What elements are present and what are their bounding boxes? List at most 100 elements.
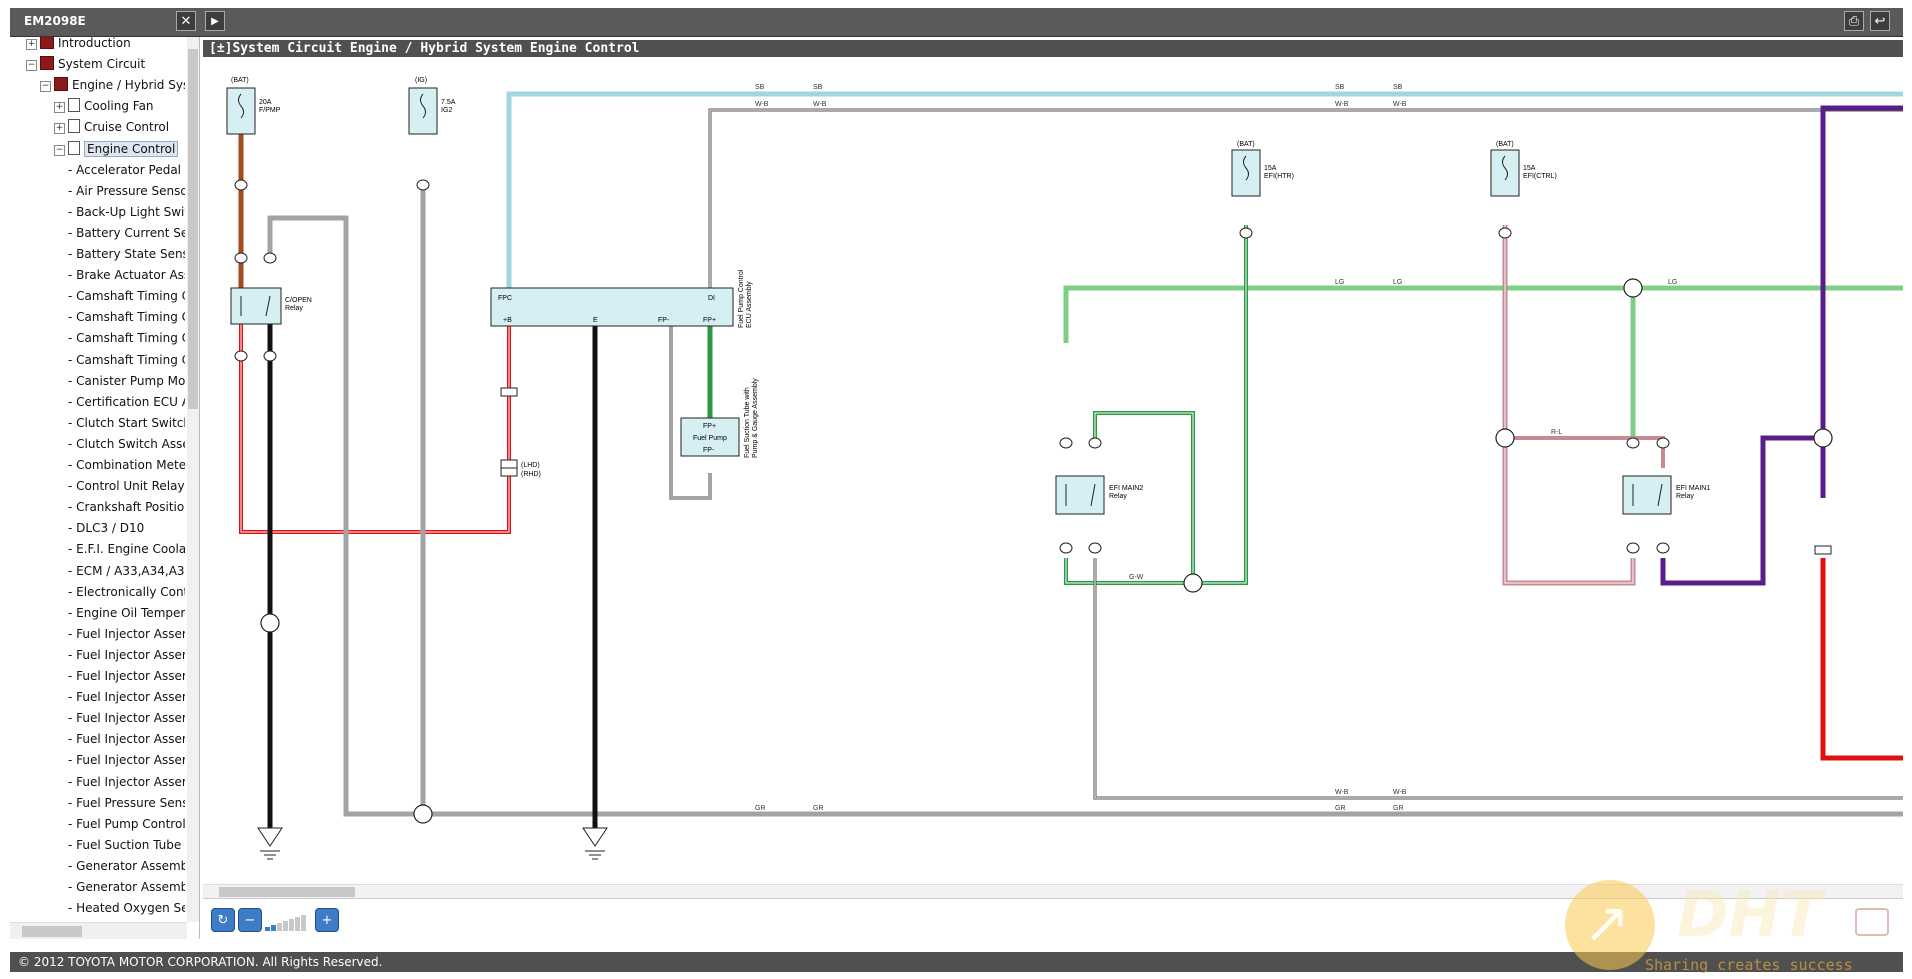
tree-item[interactable]: - Electronically Contr	[68, 582, 185, 602]
page-title: [±]System Circuit Engine / Hybrid System…	[209, 41, 640, 56]
tree-item[interactable]: - Clutch Start Switch	[68, 413, 185, 433]
tree-item[interactable]: - Generator Assembl	[68, 877, 185, 897]
tree-item[interactable]: - Camshaft Timing C	[68, 307, 185, 327]
tree-item[interactable]: −Engine Control	[54, 139, 179, 159]
tree-item[interactable]: +Cooling Fan	[54, 96, 154, 116]
tree-item[interactable]: +Introduction	[26, 37, 131, 53]
tree-item-label: - Fuel Injector Asser	[68, 647, 185, 662]
tree-item[interactable]: - Fuel Injector Asser	[68, 772, 185, 792]
reset-zoom-button[interactable]: ↻	[211, 908, 235, 932]
zoom-level-indicator[interactable]	[265, 912, 307, 931]
label-fuelpump: Fuel Pump	[693, 435, 727, 442]
tree-item-label: - Crankshaft Position	[68, 500, 185, 515]
collapse-icon[interactable]: −	[54, 144, 65, 156]
fuse-ig2: (IG) 7.5A IG2	[408, 77, 456, 135]
tree-item[interactable]: - Accelerator Pedal S	[68, 160, 185, 180]
tree-item[interactable]: - Engine Oil Tempera	[68, 603, 185, 623]
tree-item[interactable]: - Fuel Pressure Sens	[68, 793, 185, 813]
zoom-out-button[interactable]: −	[238, 908, 262, 932]
zoom-level-bar[interactable]	[271, 925, 276, 931]
sidebar-horizontal-scroll-thumb[interactable]	[22, 926, 82, 937]
wire-sb	[506, 91, 1903, 288]
zoom-level-bar[interactable]	[289, 919, 294, 931]
label-fuse-20a: 20A	[259, 99, 272, 106]
book-icon	[54, 77, 68, 92]
label-fuse-7-5a: 7.5A	[441, 99, 456, 106]
diagram-horizontal-scroll-thumb[interactable]	[219, 887, 355, 897]
label-lg-2: LG	[1393, 279, 1402, 286]
tree-item[interactable]: - Battery State Sens	[68, 244, 185, 264]
tree-item[interactable]: - Fuel Pump Control	[68, 814, 185, 834]
zoom-in-icon: +	[321, 913, 333, 928]
tree-item[interactable]: - Camshaft Timing C	[68, 286, 185, 306]
label-fuse-15a-htr: 15A	[1264, 165, 1277, 172]
tree-item[interactable]: - E.F.I. Engine Coola	[68, 539, 185, 559]
play-button[interactable]: ▶	[205, 11, 225, 31]
label-ecu-name: Fuel Pump Control	[738, 269, 745, 328]
zoom-level-bar[interactable]	[283, 921, 288, 931]
tree-item[interactable]: −Engine / Hybrid Sys	[40, 75, 185, 95]
zoom-level-bar[interactable]	[301, 915, 306, 931]
tree-item[interactable]: - Fuel Injector Asser	[68, 624, 185, 644]
tree-item-label: - Fuel Injector Asser	[68, 711, 185, 726]
zoom-level-bar[interactable]	[265, 927, 270, 931]
tree-item[interactable]: - Fuel Injector Asser	[68, 729, 185, 749]
label-efi-main2: EFI MAIN2	[1109, 485, 1143, 492]
tree-item[interactable]: - Air Pressure Senso	[68, 181, 185, 201]
tree-item[interactable]: - Clutch Switch Asse	[68, 434, 185, 454]
collapse-icon[interactable]: −	[26, 60, 37, 72]
tree-item[interactable]: - Battery Current Se	[68, 223, 185, 243]
label-fuse-efi-ctrl: EFI(CTRL)	[1523, 173, 1557, 180]
tree-item[interactable]: - Crankshaft Position	[68, 497, 185, 517]
expand-icon[interactable]: +	[54, 102, 65, 114]
tree-item[interactable]: - Fuel Injector Asser	[68, 666, 185, 686]
connector-lhd-rhd: (LHD) (RHD)	[500, 387, 541, 478]
relay-efi-main1: EFI MAIN1 Relay	[1622, 475, 1710, 515]
print-button[interactable]: ⎙	[1844, 11, 1864, 31]
tree-item[interactable]: - Camshaft Timing C	[68, 328, 185, 348]
diagram-horizontal-scrollbar[interactable]	[203, 884, 1903, 899]
back-button[interactable]: ↩	[1870, 11, 1890, 31]
tree-item-label: - Certification ECU A	[68, 394, 185, 409]
tree-item[interactable]: +Cruise Control	[54, 117, 169, 137]
doc-icon	[68, 98, 80, 113]
sidebar-vertical-scrollbar[interactable]	[187, 37, 199, 922]
wiring-diagram[interactable]: (BAT) 20A F/PMP (IG) 7.5A IG2 (BAT) 15A …	[203, 58, 1903, 884]
wire-gr-pump	[669, 326, 712, 500]
tree-item[interactable]: - Control Unit Relay	[68, 476, 185, 496]
tree-item[interactable]: - Fuel Suction Tube v	[68, 835, 185, 855]
tree-item[interactable]: - DLC3 / D10	[68, 518, 144, 538]
tree-item[interactable]: - Fuel Injector Asser	[68, 687, 185, 707]
wire-gw	[1064, 225, 1248, 585]
tree-item[interactable]: - ECM / A33,A34,A3!	[68, 561, 185, 581]
wire-lg	[1063, 285, 1903, 343]
zoom-level-bar[interactable]	[277, 923, 282, 931]
tree-item[interactable]: - Fuel Injector Asser	[68, 708, 185, 728]
tree-item[interactable]: - Fuel Injector Asser	[68, 645, 185, 665]
expand-icon[interactable]: +	[26, 39, 37, 50]
label-wb-5: W-B	[1335, 789, 1349, 796]
tree-item[interactable]: - Camshaft Timing C	[68, 350, 185, 370]
zoom-in-button[interactable]: +	[315, 908, 339, 932]
tree-item[interactable]: - Combination Meter	[68, 455, 185, 475]
zoom-level-bar[interactable]	[295, 917, 300, 931]
tree-item[interactable]: - Back-Up Light Swit	[68, 202, 185, 222]
collapse-icon[interactable]: −	[40, 81, 51, 93]
tree-item[interactable]: - Brake Actuator Ass	[68, 265, 185, 285]
wire-gw-inner	[1065, 225, 1247, 584]
wire-labels: SB SB SB SB W-B W-B W-B W-B GR GR GR GR …	[755, 84, 1677, 812]
label-e: E	[593, 317, 598, 324]
tree-item[interactable]: - Fuel Injector Asser	[68, 750, 185, 770]
label-bat-2: (BAT)	[1237, 141, 1255, 148]
tree-item[interactable]: - Heated Oxygen Se	[68, 898, 185, 918]
expand-icon[interactable]: +	[54, 123, 65, 135]
tree-item[interactable]: - Generator Assembl	[68, 856, 185, 876]
tree-item[interactable]: - Certification ECU A	[68, 392, 185, 412]
sidebar-vertical-scroll-thumb[interactable]	[188, 49, 198, 409]
ecu-fuel-pump-control: FPC DI +B E FP- FP+ Fuel Pump Control EC…	[490, 269, 753, 328]
tree-item[interactable]: −System Circuit	[26, 54, 145, 74]
close-button[interactable]: ✕	[176, 11, 196, 31]
tree-item[interactable]: - Canister Pump Moc	[68, 371, 185, 391]
sidebar-horizontal-scrollbar[interactable]	[10, 922, 187, 939]
back-icon: ↩	[1874, 14, 1886, 29]
